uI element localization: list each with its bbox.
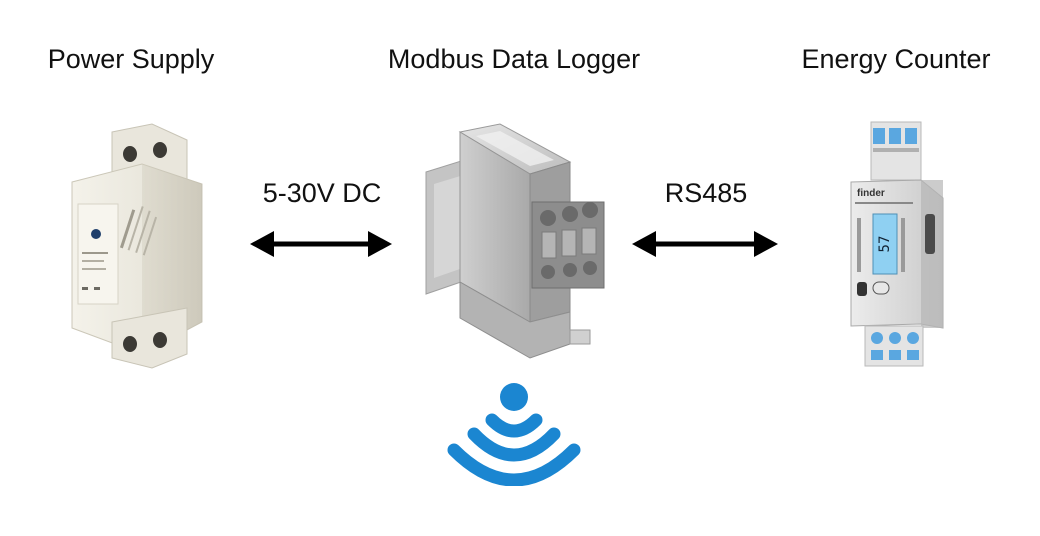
rs485-arrow	[632, 231, 778, 257]
data-logger-title: Modbus Data Logger	[387, 44, 641, 74]
energy-counter-brand: finder	[857, 188, 885, 199]
energy-counter-title: Energy Counter	[801, 44, 991, 74]
energy-counter-image: finder 57	[850, 121, 944, 367]
energy-counter-display	[872, 213, 898, 275]
power-arrow	[250, 231, 392, 257]
power-link-label: 5-30V DC	[262, 178, 382, 208]
wifi-icon	[447, 383, 581, 486]
wifi-waves	[447, 413, 581, 486]
power-supply-image	[71, 123, 203, 369]
power-supply-title: Power Supply	[47, 44, 215, 74]
energy-counter-display-value: 57	[877, 236, 893, 253]
data-logger-image	[425, 123, 605, 359]
rs485-link-label: RS485	[664, 178, 748, 208]
